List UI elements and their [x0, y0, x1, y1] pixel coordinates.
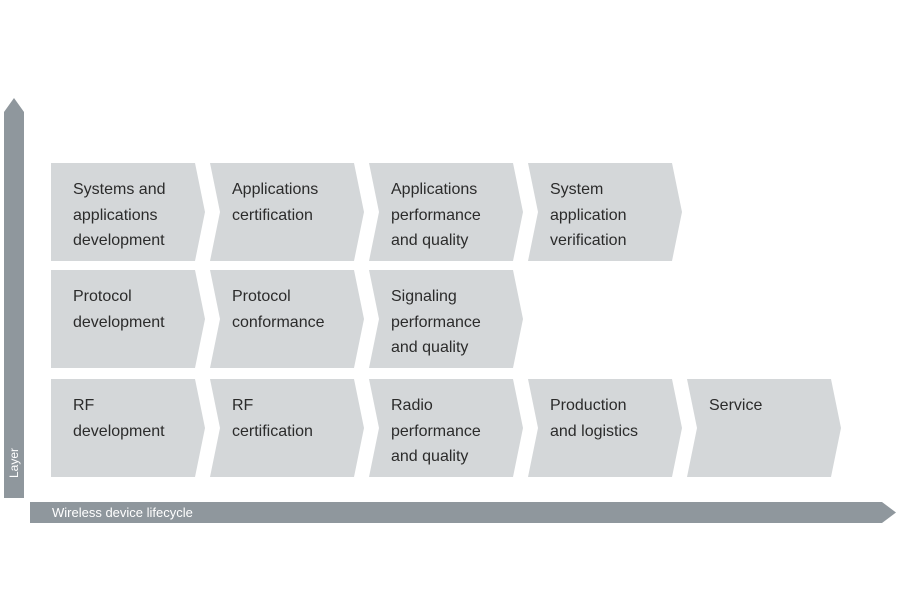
- stage-label-line: performance: [391, 206, 481, 224]
- stage-label-line: Production: [550, 397, 627, 414]
- stage-label-line: Service: [709, 397, 763, 414]
- stage-label-line: Radio: [391, 397, 433, 414]
- stage-applications-3: Applications performance and quality: [369, 163, 523, 261]
- stage-label-line: development: [73, 232, 165, 249]
- stage-label-line: and quality: [391, 448, 469, 465]
- stage-label-line: development: [73, 422, 165, 440]
- stage-label-line: Systems and: [73, 181, 166, 198]
- stage-label-line: conformance: [232, 313, 325, 331]
- stage-label-line: performance: [391, 313, 481, 331]
- stage-label: Service: [709, 393, 762, 419]
- stage-label-line: Protocol: [232, 288, 291, 305]
- stage-label-line: application: [550, 206, 627, 224]
- stage-label: Protocol conformance: [232, 284, 325, 335]
- lifecycle-axis-arrow: [30, 502, 896, 523]
- stage-label-line: development: [73, 313, 165, 331]
- stage-applications-4: System application verification: [528, 163, 682, 261]
- stage-label: Applications certification: [232, 177, 318, 228]
- stage-rf-2: RF certification: [210, 379, 364, 477]
- stage-label: System application verification: [550, 177, 627, 254]
- stage-label-line: verification: [550, 232, 627, 249]
- stage-label: Production and logistics: [550, 393, 638, 444]
- stage-label: Protocol development: [73, 284, 165, 335]
- stage-label-line: and quality: [391, 232, 469, 249]
- stage-label: RF development: [73, 393, 165, 444]
- stage-label-line: Protocol: [73, 288, 132, 305]
- layer-axis-arrow: [4, 98, 24, 498]
- stage-label: Signaling performance and quality: [391, 284, 481, 361]
- stage-protocol-3: Signaling performance and quality: [369, 270, 523, 368]
- stage-label: Applications performance and quality: [391, 177, 481, 254]
- stage-protocol-1: Protocol development: [51, 270, 205, 368]
- stage-label-line: System: [550, 181, 604, 198]
- stage-protocol-2: Protocol conformance: [210, 270, 364, 368]
- stage-label-line: certification: [232, 422, 313, 440]
- stage-label-line: RF: [232, 397, 254, 414]
- stage-label: Radio performance and quality: [391, 393, 481, 470]
- stage-label-line: RF: [73, 397, 95, 414]
- stage-label: Systems and applications development: [73, 177, 165, 254]
- lifecycle-axis-label: Wireless device lifecycle: [52, 505, 193, 520]
- layer-axis-label: Layer: [7, 447, 21, 479]
- stage-label: RF certification: [232, 393, 313, 444]
- stage-label-line: and quality: [391, 339, 469, 356]
- stage-label-line: and logistics: [550, 422, 639, 440]
- stage-label-line: Applications: [391, 181, 478, 198]
- stage-applications-2: Applications certification: [210, 163, 364, 261]
- stage-rf-4: Production and logistics: [528, 379, 682, 477]
- stage-label-line: performance: [391, 422, 481, 440]
- stage-rf-1: RF development: [51, 379, 205, 477]
- stage-applications-1: Systems and applications development: [51, 163, 205, 261]
- stage-label-line: applications: [73, 206, 158, 224]
- stage-label-line: Signaling: [391, 288, 457, 305]
- stage-rf-3: Radio performance and quality: [369, 379, 523, 477]
- stage-label-line: Applications: [232, 181, 319, 198]
- stage-label-line: certification: [232, 206, 313, 224]
- stage-rf-5: Service: [687, 379, 841, 477]
